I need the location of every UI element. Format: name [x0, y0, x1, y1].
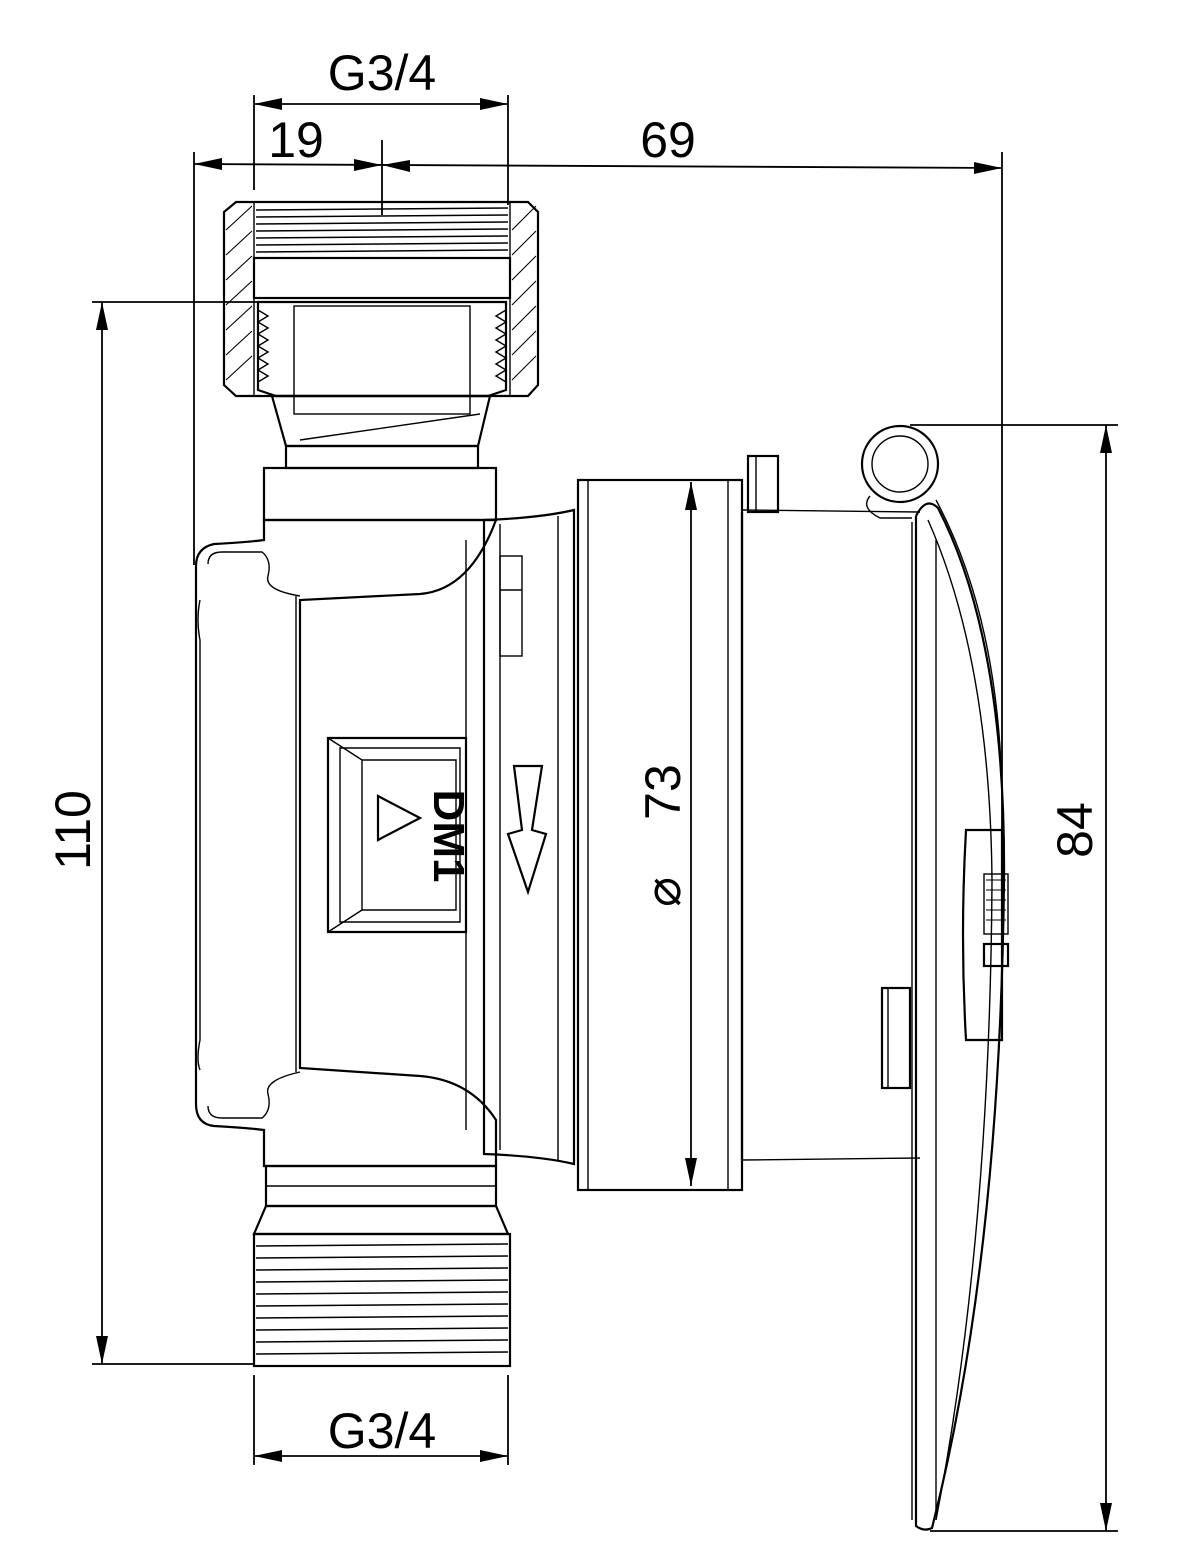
motor-can [482, 454, 921, 1192]
diameter-symbol: ⌀ [635, 877, 691, 907]
dim-overall-height: 110 [45, 790, 101, 870]
flow-direction-arrow [506, 764, 548, 896]
dim-head-height: 84 [1047, 802, 1103, 858]
dim-offset-right: 69 [640, 112, 696, 168]
pump-body: DM1 [194, 466, 548, 1168]
bottom-connection [252, 1164, 512, 1368]
dim-rotor-diameter: 73 [635, 764, 691, 820]
body-marking: DM1 [424, 790, 473, 883]
control-head [860, 424, 1010, 1531]
dim-rotor-diameter-group: ⌀ 73 [635, 764, 691, 907]
dim-top-thread: G3/4 [328, 45, 436, 101]
dim-bottom-thread: G3/4 [328, 1403, 436, 1459]
dim-offset-left: 19 [268, 112, 324, 168]
dimension-lines [92, 95, 1118, 1532]
top-union-nut [222, 200, 540, 470]
